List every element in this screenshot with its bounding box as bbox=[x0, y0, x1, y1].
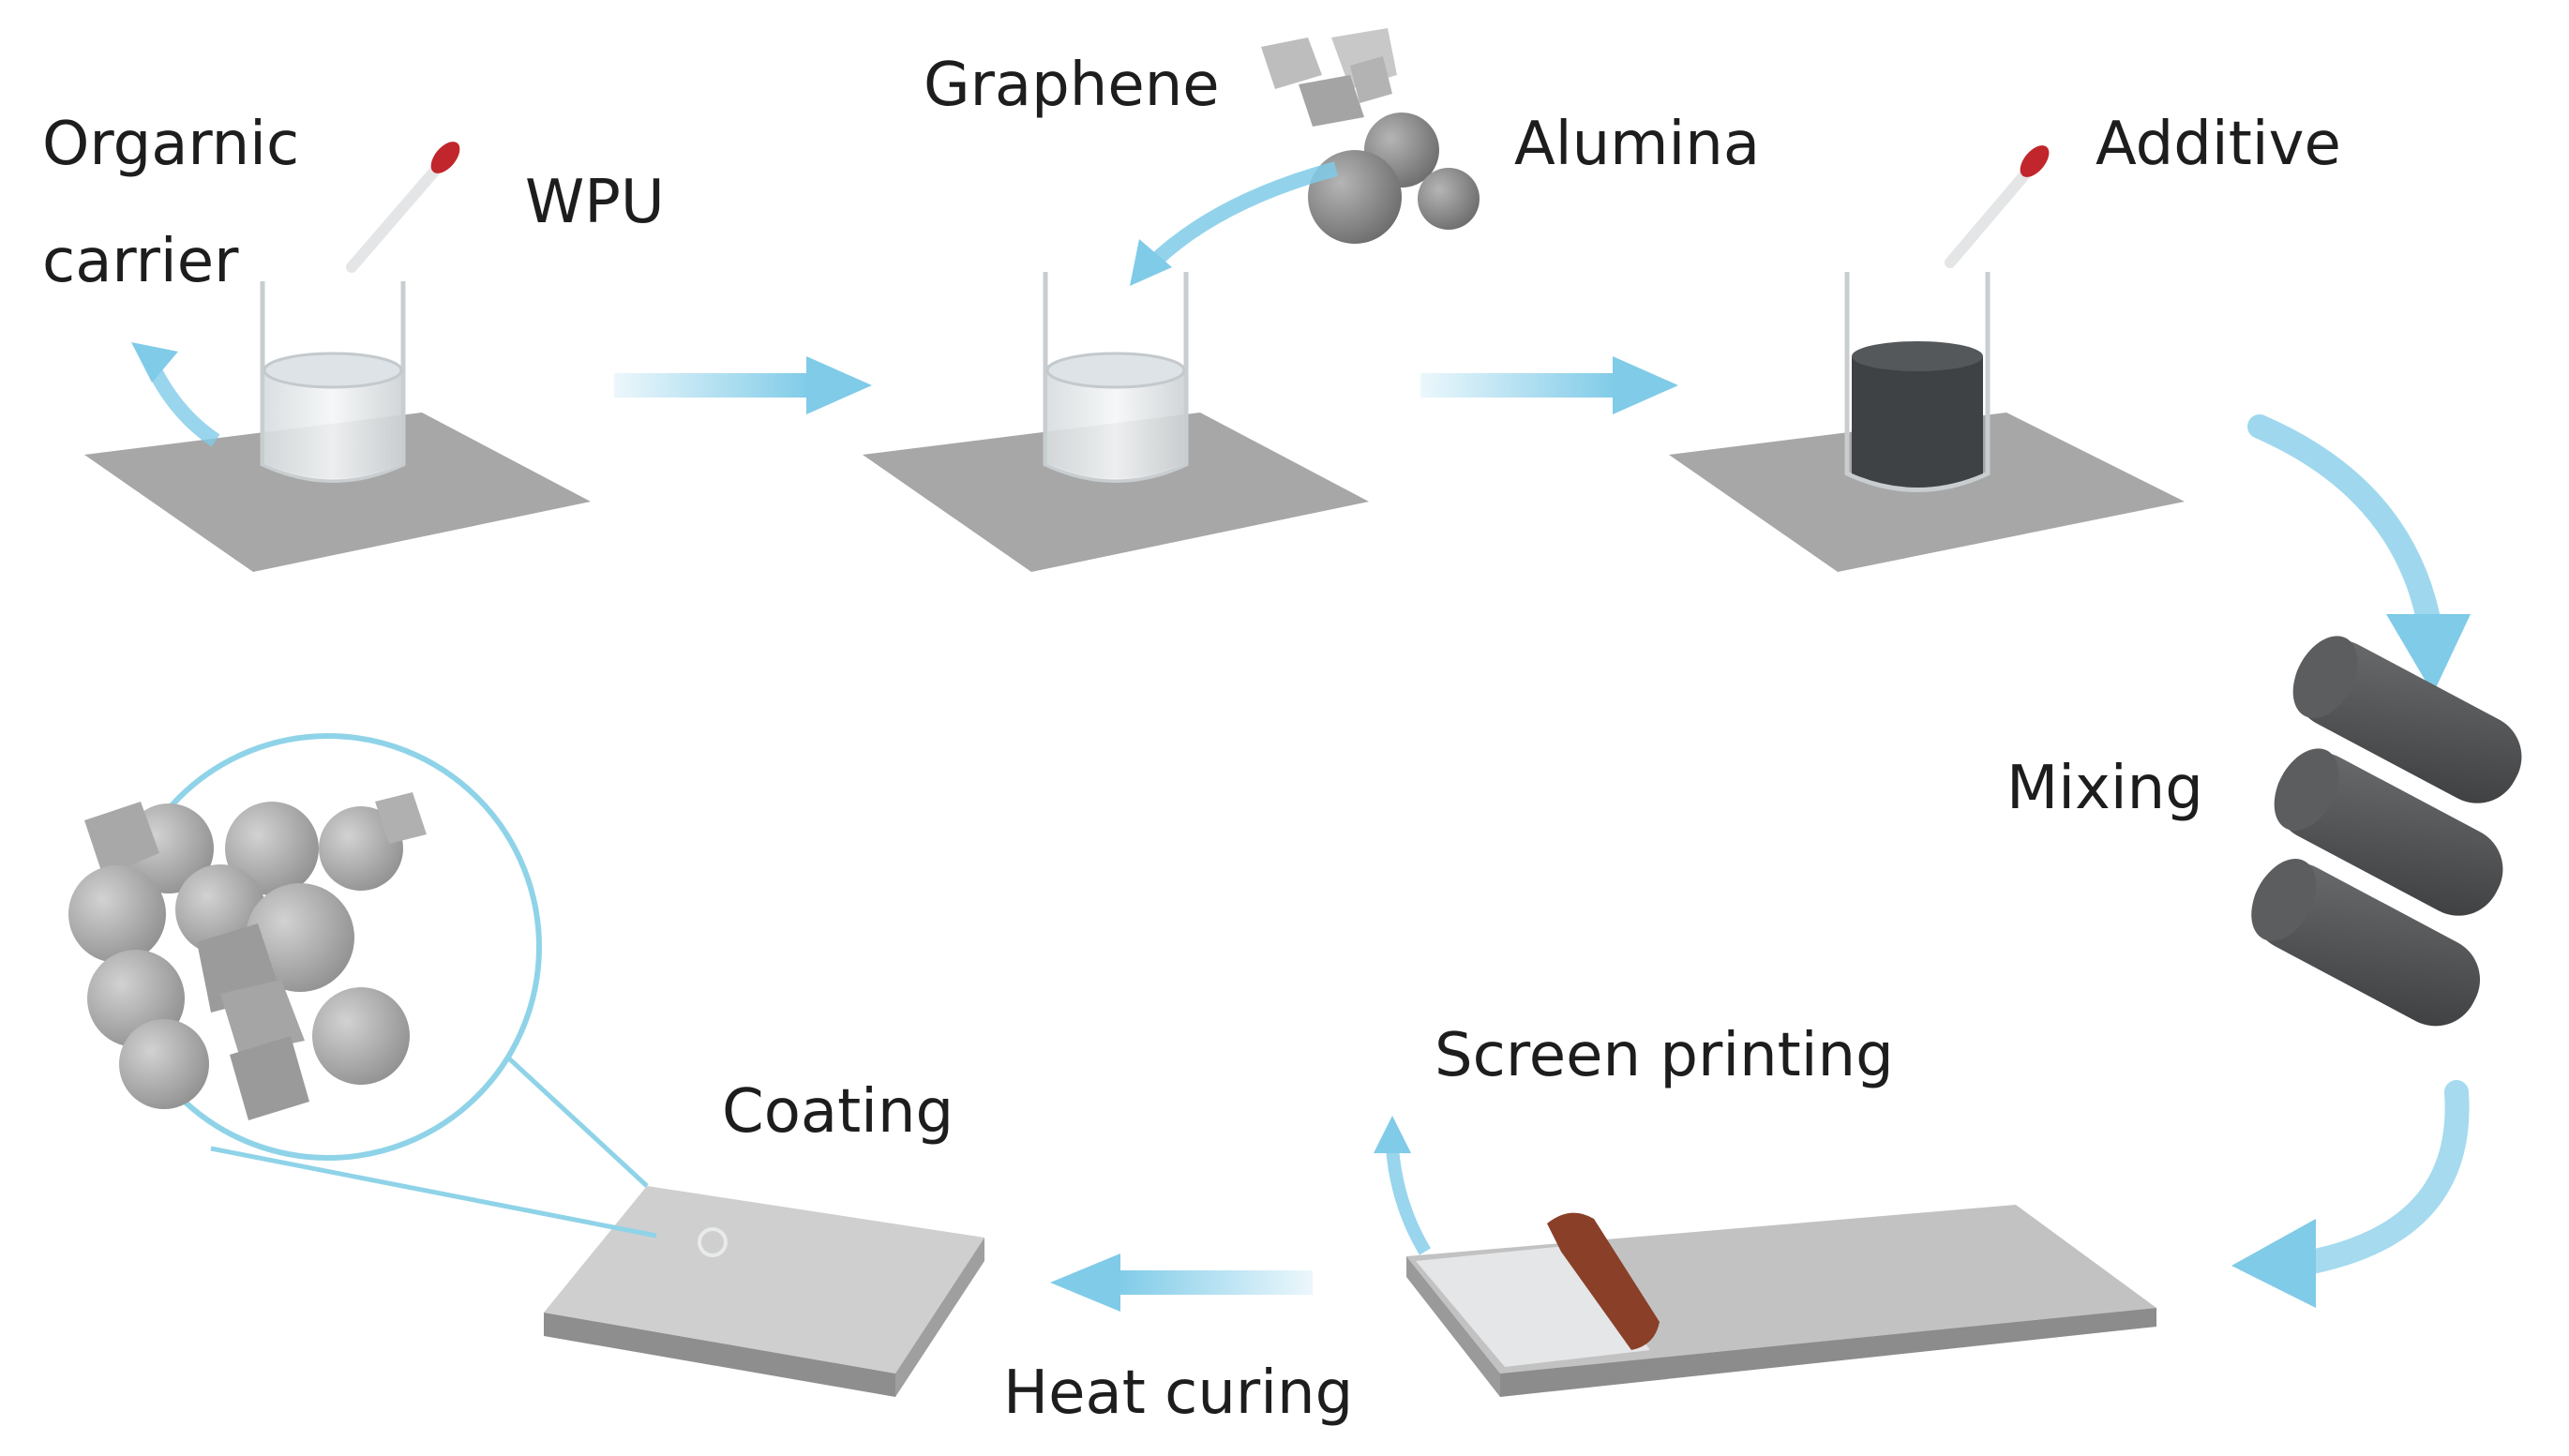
beaker-2 bbox=[1043, 272, 1189, 483]
beaker-1-liquid bbox=[264, 361, 401, 480]
dropper-1-tip bbox=[430, 142, 460, 173]
dropper-1 bbox=[346, 158, 446, 273]
label-organic-carrier-line2: carrier bbox=[42, 227, 239, 296]
beaker-1-liquid-surface bbox=[263, 352, 403, 389]
magnifier bbox=[68, 733, 657, 1238]
beaker-2-liquid-surface bbox=[1045, 352, 1186, 389]
hotplate-1 bbox=[84, 413, 591, 572]
coating-station bbox=[544, 1186, 984, 1397]
arrow-step-3-to-mixing bbox=[2247, 414, 2471, 694]
graphene-particles bbox=[1261, 28, 1397, 127]
label-wpu: WPU bbox=[525, 168, 665, 237]
screen-printing-station bbox=[1374, 1116, 2156, 1397]
magnifier-line-lower bbox=[210, 1146, 657, 1238]
mixing-rollers bbox=[2251, 636, 2522, 1027]
beaker-station-1 bbox=[84, 142, 591, 572]
hotplate-3 bbox=[1669, 413, 2185, 572]
beaker-3-liquid-surface bbox=[1852, 341, 1983, 371]
dropper-2-tip bbox=[2020, 145, 2050, 177]
arrow-head-left-out bbox=[131, 342, 178, 383]
stream-printing-up bbox=[1386, 1148, 1432, 1255]
stream-into-beaker-2 bbox=[1143, 161, 1339, 273]
beaker-2-liquid bbox=[1047, 361, 1184, 480]
arrow-head-into-beaker-2 bbox=[1130, 239, 1172, 286]
label-screen-printing: Screen printing bbox=[1435, 1021, 1894, 1090]
magnified-particles bbox=[68, 792, 427, 1120]
coating-spot bbox=[698, 1227, 728, 1257]
coated-substrate-side bbox=[544, 1313, 895, 1397]
arrow-step-1-to-2 bbox=[614, 356, 872, 414]
printing-substrate-edge bbox=[1406, 1256, 1500, 1397]
label-additive: Additive bbox=[2096, 110, 2341, 179]
label-alumina: Alumina bbox=[1514, 110, 1761, 179]
arrow-head-printing-up bbox=[1374, 1116, 1411, 1153]
label-organic-carrier-line1: Orgarnic bbox=[42, 110, 300, 179]
beaker-station-3 bbox=[1669, 145, 2185, 572]
squeegee bbox=[1547, 1212, 1660, 1350]
arrow-printing-to-coating bbox=[1050, 1253, 1313, 1312]
printing-substrate-side bbox=[1500, 1308, 2156, 1397]
hotplate-2 bbox=[863, 413, 1369, 572]
beaker-3 bbox=[1844, 272, 1991, 492]
label-mixing: Mixing bbox=[2006, 754, 2203, 823]
beaker-station-2 bbox=[863, 28, 1480, 572]
beaker-3-liquid bbox=[1852, 348, 1983, 488]
alumina-particles bbox=[1308, 113, 1480, 244]
coated-substrate-edge bbox=[895, 1238, 984, 1397]
label-coating: Coating bbox=[722, 1077, 954, 1147]
beaker-1 bbox=[260, 281, 406, 483]
label-heat-curing: Heat curing bbox=[1003, 1358, 1354, 1428]
arrow-mixing-to-printing bbox=[2231, 1080, 2470, 1308]
arrow-step-2-to-3 bbox=[1420, 356, 1678, 414]
label-graphene: Graphene bbox=[924, 51, 1220, 120]
dropper-2 bbox=[1945, 163, 2036, 268]
